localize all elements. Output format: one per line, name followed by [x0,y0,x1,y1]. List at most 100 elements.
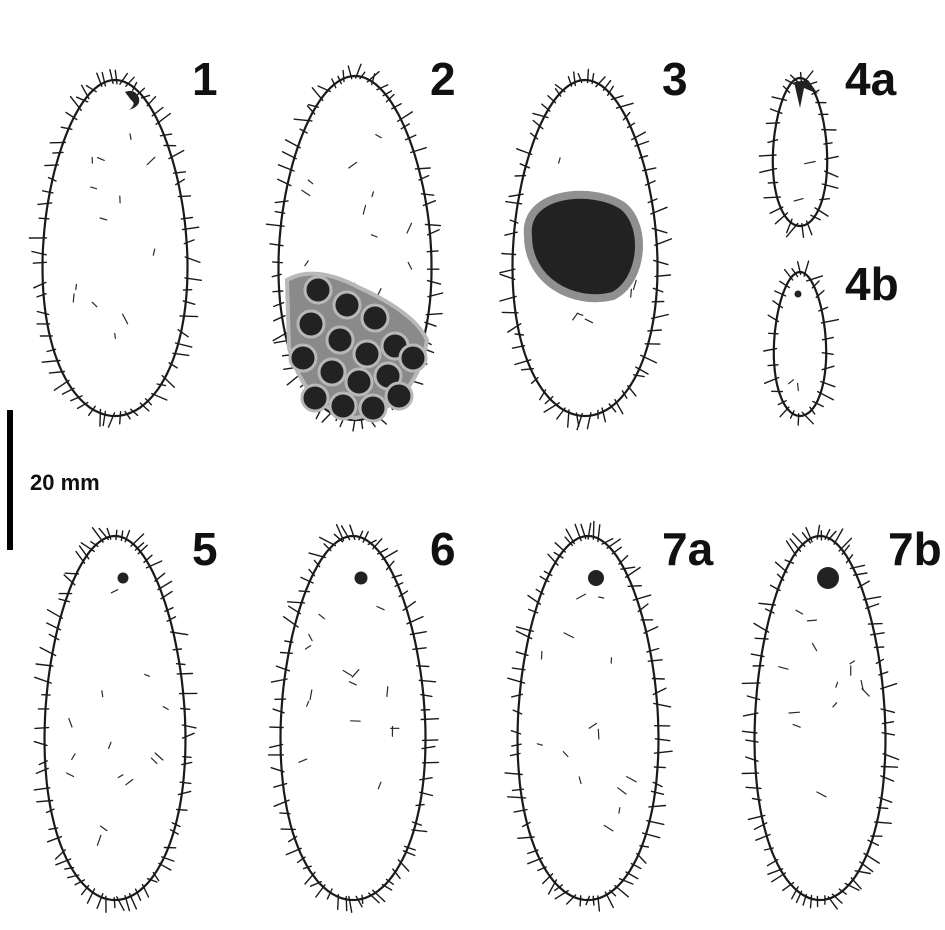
interior-mark [76,284,77,289]
hair [801,73,802,82]
hair [158,581,172,589]
hair [648,330,661,331]
hair [557,408,565,419]
hair [80,546,89,559]
hair [115,70,117,84]
hair [156,114,170,125]
hair [824,143,832,144]
hair [502,254,516,255]
interior-mark [115,334,116,339]
hair [811,896,812,908]
dot-mark [588,570,604,586]
hair [828,897,837,909]
interior-mark [102,691,103,697]
interior-mark [299,759,307,762]
hair [116,530,117,539]
hair [566,529,574,544]
interior-mark [118,775,123,778]
interior-mark [836,682,838,687]
hair [877,808,888,809]
hair [628,386,636,396]
panel-label-3: 3 [662,53,688,105]
hair [316,885,325,897]
hair [746,787,761,788]
interior-mark [126,780,133,785]
hair [270,244,283,246]
hair [780,407,789,417]
hair [505,232,517,235]
interior-mark [343,671,351,676]
cell [362,305,388,331]
hair [181,709,190,710]
hair [413,648,426,650]
interior-mark [564,633,573,638]
interior-mark [155,753,163,760]
interior-mark [307,701,309,706]
hair [273,291,283,292]
hair [49,634,59,639]
hair [580,896,581,906]
interior-mark [69,719,72,728]
hair [515,334,523,335]
hair [423,740,438,741]
interior-mark [109,742,111,748]
hair [626,568,641,578]
hair [742,683,760,684]
interior-mark [794,199,803,201]
hair [152,394,167,400]
hair [33,262,46,263]
hair [508,797,526,798]
hair [603,81,610,91]
hair [768,365,778,366]
panel-label-7a: 7a [662,523,714,575]
hair [281,653,293,654]
hair [427,251,438,252]
interior-mark [67,773,74,776]
cell [305,277,331,303]
hair [637,854,646,864]
hair [121,531,122,540]
interior-mark [589,723,596,728]
hair [157,384,165,386]
interior-mark [604,825,613,831]
hair [653,288,663,292]
hair [753,799,762,801]
interior-mark [163,707,168,710]
hair [182,762,192,764]
hair [173,649,181,650]
hair [588,70,589,83]
interior-mark [559,158,561,163]
cell [330,393,356,419]
hair [274,303,284,307]
interior-mark [377,607,384,610]
hair [776,562,788,572]
interior-mark [98,158,105,161]
hair [544,403,559,412]
interior-mark [147,157,155,164]
hair [652,679,664,680]
hair [421,719,438,720]
interior-mark [812,643,816,650]
cell [327,327,353,353]
hair [746,740,758,742]
hair [549,880,557,894]
hair [420,778,432,780]
interior-mark [306,646,311,649]
specimen-7a [505,522,672,912]
cell [319,359,345,385]
hair [649,806,666,807]
interior-mark [779,667,788,670]
hair [593,522,594,540]
hair [180,782,191,783]
panel-label-5: 5 [192,523,218,575]
hair [422,746,435,748]
interior-mark [599,597,604,598]
hair [100,409,101,426]
hair [822,353,833,355]
interior-mark [634,280,637,289]
interior-mark [850,661,855,664]
hair [654,260,668,264]
hair [764,197,780,198]
specimen-7b [742,525,898,909]
specimen-outline [43,80,188,416]
